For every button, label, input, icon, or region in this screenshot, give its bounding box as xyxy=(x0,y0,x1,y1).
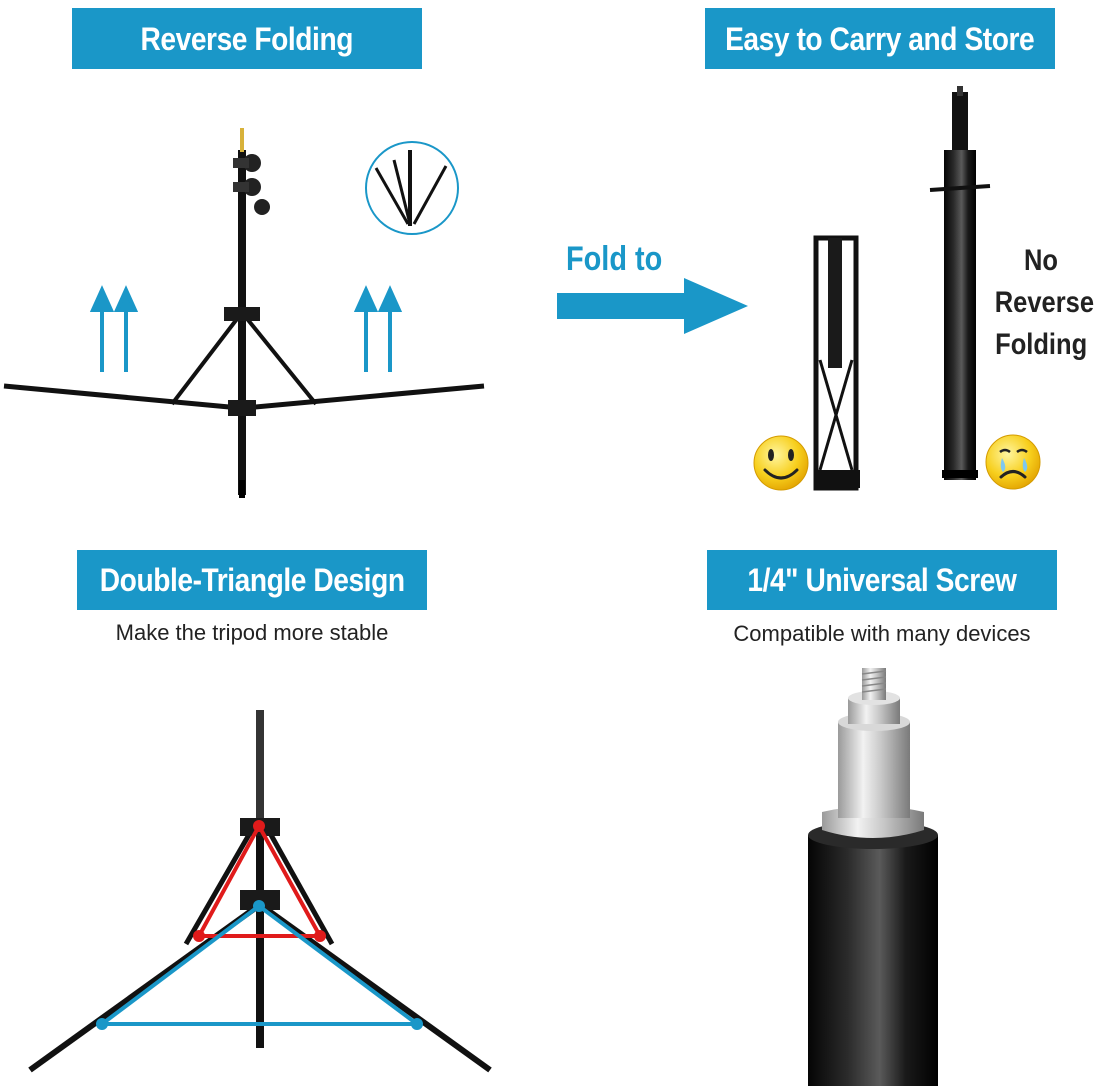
subtitle-double-triangle: Make the tripod more stable xyxy=(115,620,389,645)
universal-screw xyxy=(808,668,938,1086)
reverse-folding-stand xyxy=(3,128,485,498)
non-reverse-stand xyxy=(929,86,991,480)
banner-reverse-folding: Reverse Folding xyxy=(72,8,422,69)
fold-arrow xyxy=(557,278,748,334)
no-reverse-line-1: No xyxy=(1024,244,1058,277)
subtitle-universal-screw: Compatible with many devices xyxy=(733,621,1031,646)
banner-reverse-folding-label: Reverse Folding xyxy=(140,20,354,57)
banner-easy-carry-label: Easy to Carry and Store xyxy=(725,20,1035,57)
crying-emoji xyxy=(985,434,1041,490)
fold-to-label: Fold to xyxy=(566,240,679,279)
up-arrows-left xyxy=(89,285,139,372)
banner-double-triangle: Double-Triangle Design xyxy=(77,550,427,610)
smiley-emoji xyxy=(753,435,809,491)
up-arrows-right xyxy=(353,285,403,372)
banner-universal-screw: 1/4" Universal Screw xyxy=(707,550,1057,610)
double-triangle-tripod xyxy=(28,710,492,1073)
folded-legs-inset xyxy=(365,141,459,235)
banner-universal-screw-label: 1/4" Universal Screw xyxy=(747,562,1017,598)
folded-stand xyxy=(813,235,860,491)
banner-double-triangle-label: Double-Triangle Design xyxy=(99,562,405,598)
no-reverse-line-2: Reverse xyxy=(994,286,1094,319)
banner-easy-carry: Easy to Carry and Store xyxy=(705,8,1055,69)
no-reverse-line-3: Folding xyxy=(994,328,1088,361)
fold-to-text: Fold to xyxy=(566,240,663,278)
no-reverse-folding-text: No Reverse Folding xyxy=(986,240,1094,366)
